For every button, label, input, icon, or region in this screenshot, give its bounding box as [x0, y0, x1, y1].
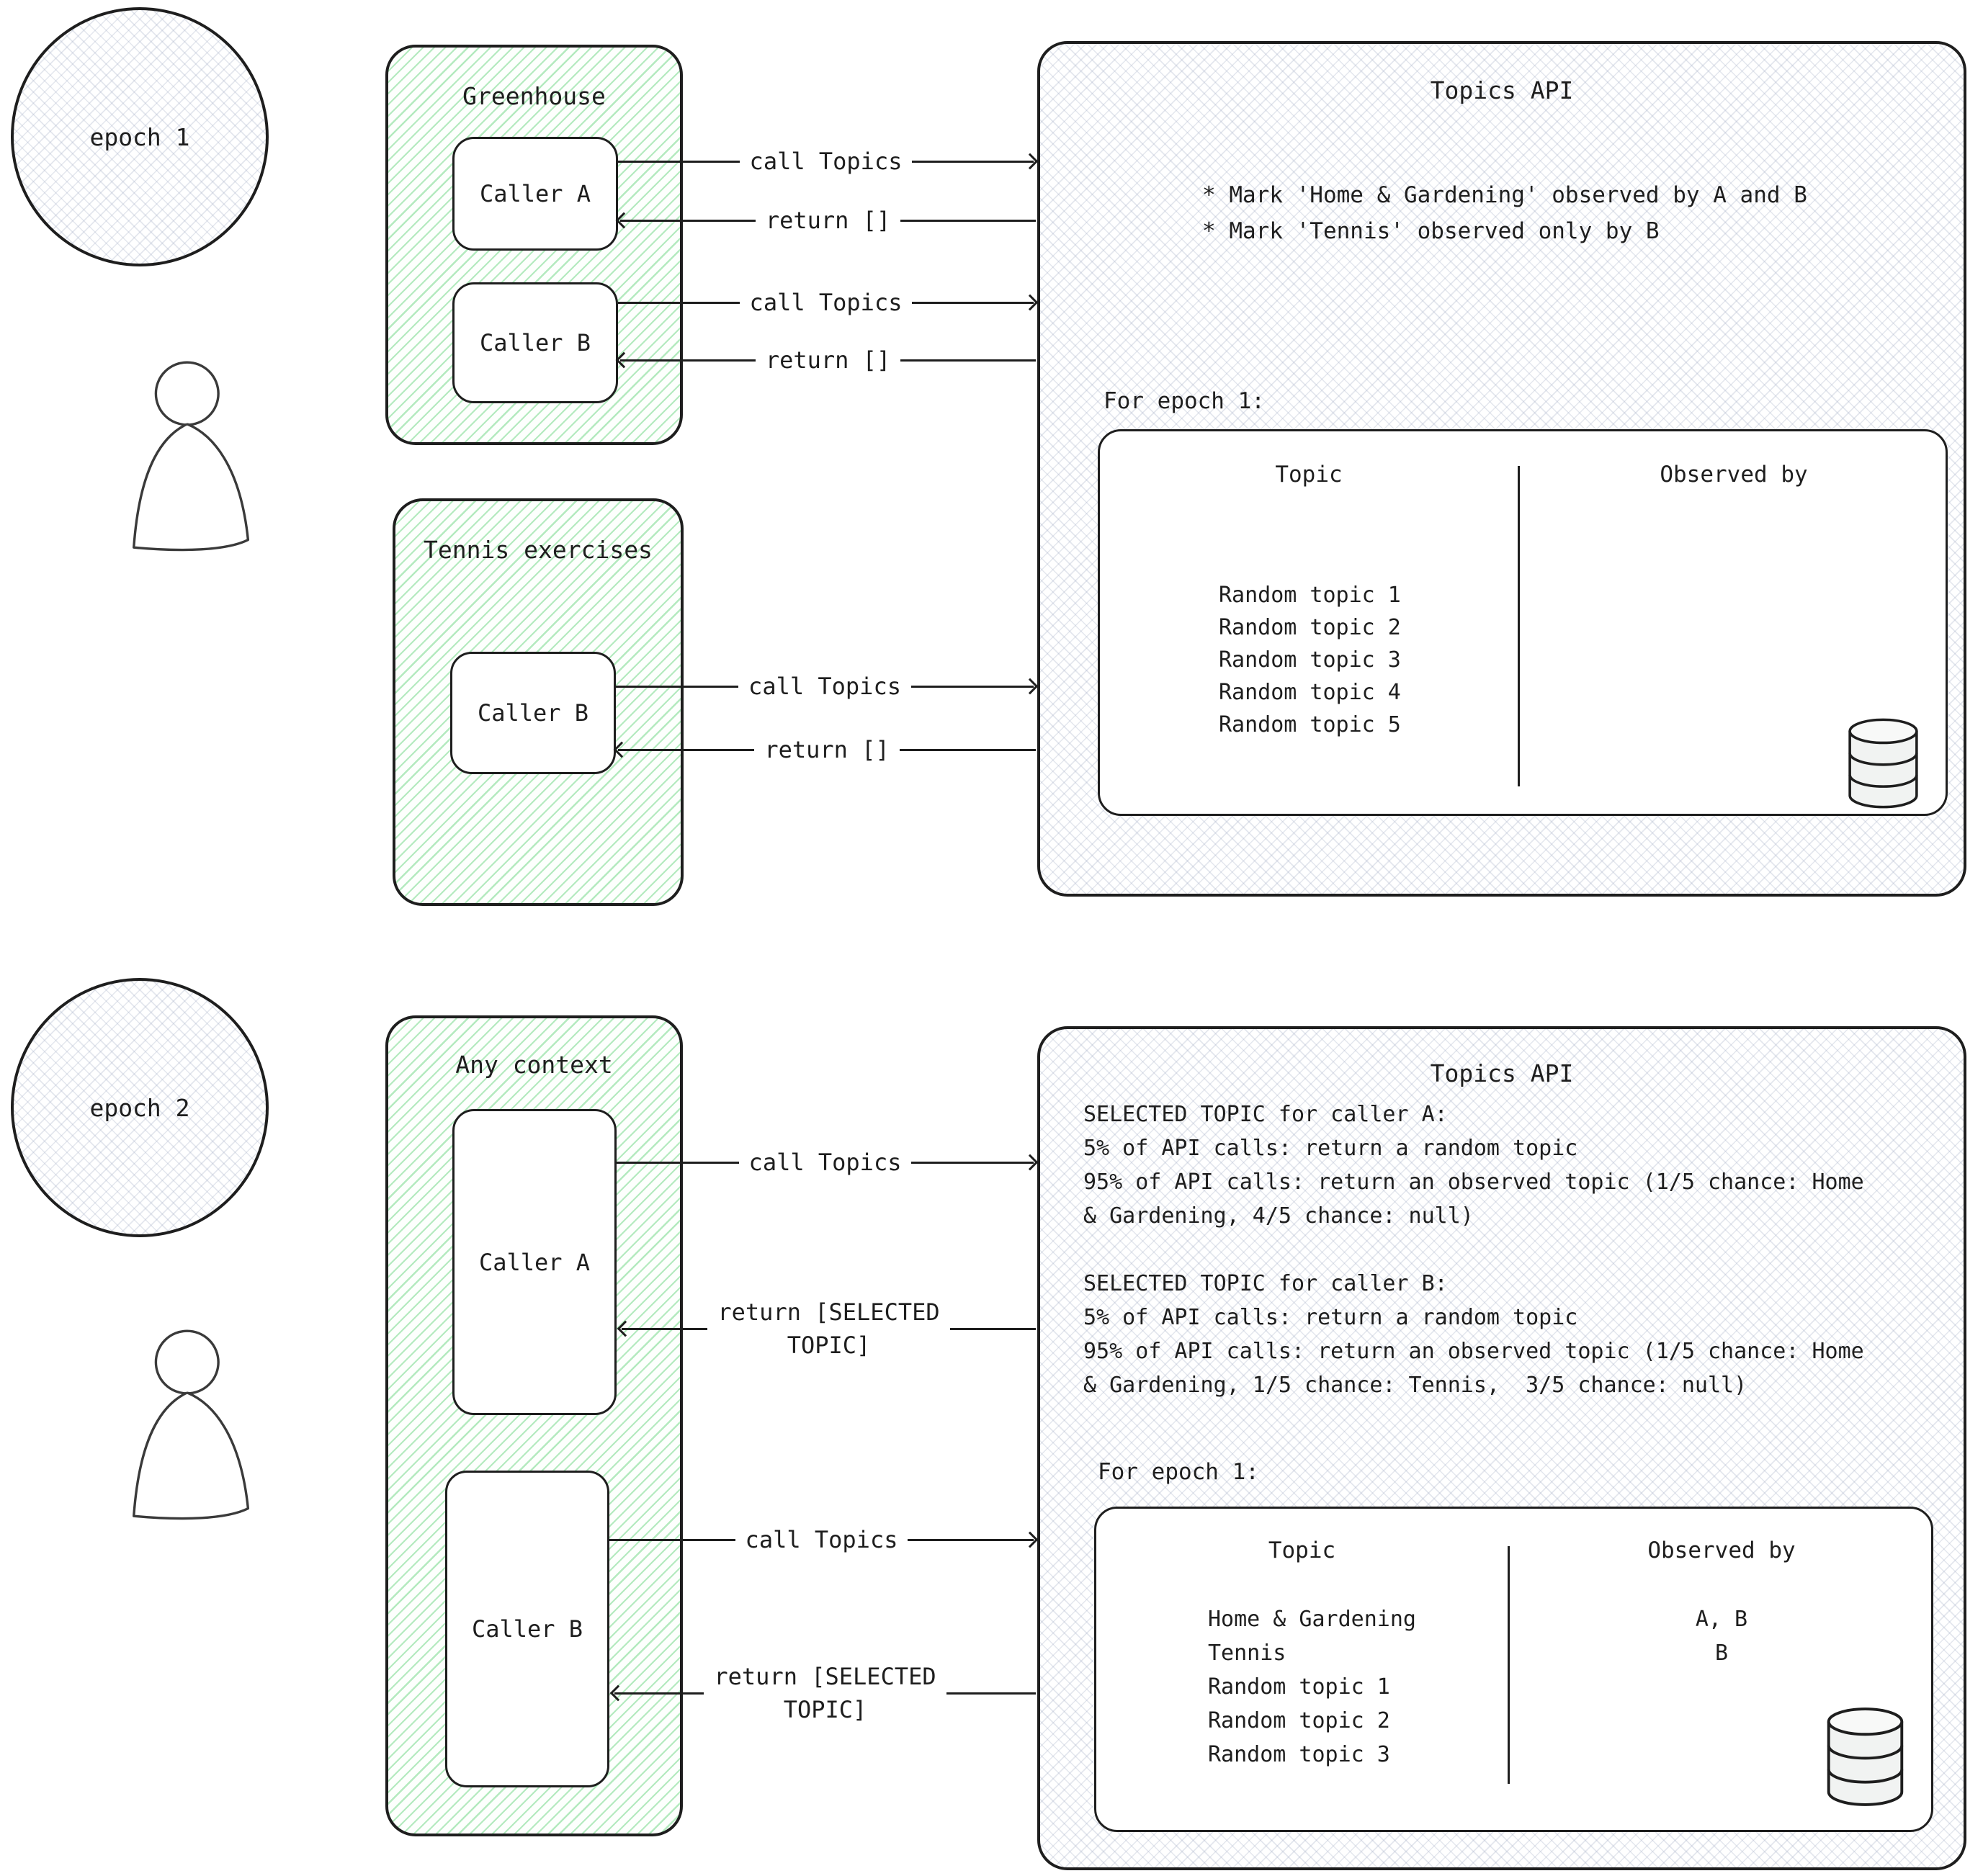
col-header-observed: Observed by: [1647, 1538, 1796, 1563]
arrow-caller-a2-return: return [SELECTED TOPIC]: [617, 1283, 1036, 1374]
policy-line: SELECTED TOPIC for caller B:: [1083, 1271, 1448, 1296]
policy-line: 95% of API calls: return an observed top…: [1083, 1339, 1864, 1364]
for-epoch-label-bottom: For epoch 1:: [1098, 1459, 1259, 1485]
arrow-caller-b2-call: call Topics: [609, 1522, 1039, 1557]
epoch2-circle: epoch 2: [11, 978, 269, 1237]
arrowhead-left-icon: [617, 1320, 634, 1337]
arrow-caller-a1-call: call Topics: [618, 144, 1039, 179]
table-divider: [1518, 466, 1520, 786]
topics-api-box-epoch2: Topics API SELECTED TOPIC for caller A: …: [1037, 1026, 1966, 1870]
arrowhead-right-icon: [1021, 294, 1039, 311]
any-context-title: Any context: [455, 1051, 613, 1079]
for-epoch-label-top: For epoch 1:: [1104, 388, 1265, 414]
arrow-caller-b1-call-label: call Topics: [749, 288, 903, 316]
caller-b-tennis-label: Caller B: [477, 699, 589, 727]
policy-line: SELECTED TOPIC for caller A:: [1083, 1102, 1448, 1127]
arrow-caller-b-tennis-return: return []: [613, 732, 1037, 767]
caller-a-epoch2-box: Caller A: [452, 1109, 617, 1415]
arrowhead-right-icon: [1021, 678, 1039, 695]
arrow-caller-a1-call-label: call Topics: [749, 147, 903, 175]
topics-table-epoch2: Topic Observed by Home & Gardening Tenni…: [1094, 1507, 1933, 1832]
arrow-caller-b-tennis-call: call Topics: [616, 669, 1039, 704]
table-row: Random topic 3: [1219, 647, 1401, 673]
table-row: Random topic 4: [1219, 680, 1401, 705]
arrow-caller-b1-call: call Topics: [618, 285, 1039, 320]
arrowhead-left-icon: [615, 212, 632, 229]
topics-api-box-epoch1: Topics API * Mark 'Home & Gardening' obs…: [1037, 41, 1966, 897]
policy-line: & Gardening, 4/5 chance: null): [1083, 1203, 1474, 1229]
observed-cell: A, B: [1695, 1607, 1748, 1632]
policy-line: 5% of API calls: return a random topic: [1083, 1305, 1578, 1330]
tennis-title: Tennis exercises: [424, 536, 653, 564]
caller-a-epoch2-label: Caller A: [478, 1248, 591, 1276]
greenhouse-title: Greenhouse: [462, 82, 606, 110]
table-row: Random topic 1: [1208, 1674, 1390, 1700]
observed-cell: [1508, 1670, 1935, 1704]
caller-a-epoch1-label: Caller A: [479, 180, 591, 207]
person-icon-svg: [133, 1329, 250, 1520]
arrow-caller-b2-call-label: call Topics: [745, 1525, 898, 1553]
arrow-caller-a2-return-label: return [SELECTED TOPIC]: [717, 1298, 940, 1359]
epoch1-label: epoch 1: [89, 122, 190, 151]
arrowhead-right-icon: [1021, 153, 1039, 170]
person-icon-svg: [133, 361, 250, 552]
person-icon: [114, 1329, 267, 1527]
caller-a-epoch1-box: Caller A: [452, 137, 618, 251]
arrow-caller-b2-return-label: return [SELECTED TOPIC]: [714, 1662, 936, 1723]
caller-b-epoch1-box: Caller B: [452, 282, 618, 403]
topics-api-title-epoch1: Topics API: [1430, 76, 1574, 104]
table-row: Tennis: [1208, 1641, 1286, 1666]
database-icon: [1820, 1705, 1910, 1809]
note-tennis: * Mark 'Tennis' observed only by B: [1202, 218, 1660, 244]
arrow-caller-a1-return-label: return []: [765, 206, 891, 234]
table-row: Random topic 1: [1219, 583, 1401, 608]
topics-table-epoch1: Topic Observed by Random topic 1 Random …: [1098, 429, 1948, 816]
table-divider: [1508, 1546, 1510, 1784]
database-icon: [1838, 716, 1928, 811]
arrowhead-right-icon: [1021, 1531, 1039, 1548]
topics-api-title-epoch2: Topics API: [1430, 1059, 1574, 1087]
caller-b-epoch1-label: Caller B: [479, 329, 591, 356]
policy-line: & Gardening, 1/5 chance: Tennis, 3/5 cha…: [1083, 1373, 1747, 1398]
col-header-topic: Topic: [1268, 1538, 1336, 1563]
arrow-caller-b1-return: return []: [615, 343, 1037, 377]
epoch2-label: epoch 2: [89, 1093, 190, 1122]
table-row: Random topic 5: [1219, 712, 1401, 737]
policy-line: 5% of API calls: return a random topic: [1083, 1136, 1578, 1161]
col-header-observed: Observed by: [1660, 462, 1808, 488]
arrow-caller-b-tennis-call-label: call Topics: [748, 672, 901, 700]
arrow-caller-a2-call: call Topics: [617, 1145, 1039, 1180]
caller-b-epoch2-label: Caller B: [471, 1615, 583, 1643]
arrowhead-right-icon: [1021, 1154, 1039, 1171]
topics-api-notes: * Mark 'Home & Gardening' observed by A …: [1202, 177, 1807, 249]
policy-line: 95% of API calls: return an observed top…: [1083, 1170, 1864, 1195]
arrowhead-left-icon: [613, 741, 630, 758]
note-home-gardening: * Mark 'Home & Gardening' observed by A …: [1202, 182, 1807, 208]
topic-rows: Home & Gardening Tennis Random topic 1 R…: [1208, 1602, 1416, 1772]
observed-cell: B: [1714, 1641, 1729, 1666]
topic-rows: Random topic 1 Random topic 2 Random top…: [1219, 579, 1401, 741]
arrow-caller-a2-call-label: call Topics: [748, 1148, 902, 1176]
arrow-caller-b1-return-label: return []: [765, 346, 891, 374]
table-row: Random topic 2: [1208, 1708, 1390, 1733]
arrow-caller-b-tennis-return-label: return []: [764, 735, 890, 763]
policy-line: [1083, 1233, 1948, 1267]
person-icon: [114, 360, 267, 558]
col-header-topic: Topic: [1275, 462, 1343, 488]
arrow-caller-b2-return: return [SELECTED TOPIC]: [609, 1648, 1036, 1738]
epoch1-circle: epoch 1: [11, 7, 269, 266]
caller-b-epoch2-box: Caller B: [445, 1471, 609, 1787]
arrowhead-left-icon: [615, 351, 632, 369]
table-row: Home & Gardening: [1208, 1607, 1416, 1632]
table-row: Random topic 2: [1219, 615, 1401, 640]
caller-b-tennis-box: Caller B: [450, 652, 616, 774]
table-row: Random topic 3: [1208, 1742, 1390, 1767]
arrowhead-left-icon: [609, 1684, 627, 1702]
selection-policy-text: SELECTED TOPIC for caller A: 5% of API c…: [1083, 1098, 1948, 1402]
arrow-caller-a1-return: return []: [615, 203, 1037, 238]
observed-rows: A, B B: [1508, 1602, 1935, 1772]
